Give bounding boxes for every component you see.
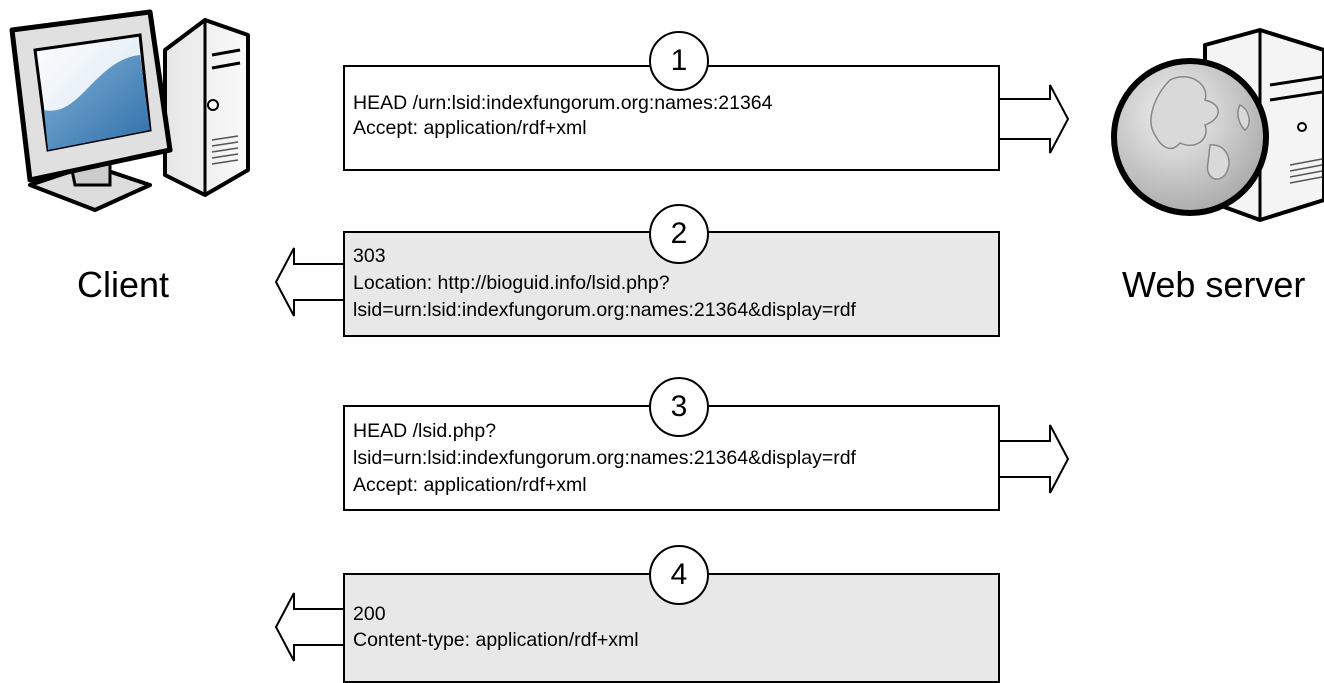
response-arrow-4	[274, 592, 344, 662]
message-line: 200	[353, 603, 386, 625]
response-arrow-2	[274, 247, 344, 317]
message-line: 303	[353, 245, 386, 267]
message-line: Content-type: application/rdf+xml	[353, 629, 639, 651]
step-number-4: 4	[649, 545, 709, 605]
step-number-2: 2	[649, 204, 709, 264]
request-arrow-3	[1000, 424, 1070, 494]
message-line: lsid=urn:lsid:indexfungorum.org:names:21…	[353, 447, 856, 469]
message-line: Accept: application/rdf+xml	[353, 117, 587, 139]
web-server-globe-icon	[1111, 28, 1324, 222]
message-line: HEAD /lsid.php?	[353, 420, 497, 442]
message-box-1: HEAD /urn:lsid:indexfungorum.org:names:2…	[343, 65, 1000, 171]
step-number-1: 1	[649, 31, 709, 91]
step-number-3: 3	[649, 377, 709, 437]
message-line: lsid=urn:lsid:indexfungorum.org:names:21…	[353, 299, 856, 321]
request-arrow-1	[1000, 84, 1070, 154]
message-line: HEAD /urn:lsid:indexfungorum.org:names:2…	[353, 92, 773, 114]
message-box-3: HEAD /lsid.php? lsid=urn:lsid:indexfungo…	[343, 405, 1000, 511]
message-line: Accept: application/rdf+xml	[353, 474, 587, 496]
client-label: Client	[77, 264, 170, 305]
message-line: Location: http://bioguid.info/lsid.php?	[353, 272, 670, 294]
web-server-label: Web server	[1122, 264, 1306, 305]
desktop-computer-icon	[9, 9, 250, 212]
